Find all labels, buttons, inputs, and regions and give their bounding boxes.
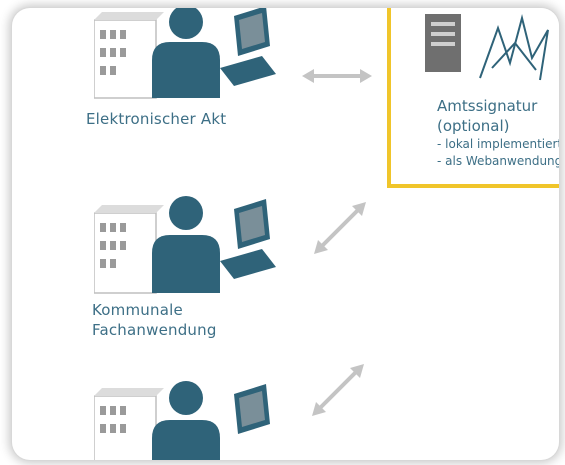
double-arrow-horizontal	[302, 69, 372, 83]
node-label-elektronischer-akt: Elektronischer Akt	[86, 110, 227, 128]
node-label-fachanwendung: Fachanwendung	[92, 321, 217, 339]
signature-box	[387, 8, 559, 188]
signature-option: - als Webanwendung	[437, 154, 559, 168]
workstation-icon-elektronischer-akt	[94, 8, 279, 113]
double-arrow-diagonal	[314, 202, 366, 254]
seal-icon	[479, 14, 549, 81]
double-arrow-diagonal	[312, 364, 364, 416]
signature-title: Amtssignatur	[437, 97, 538, 115]
signature-option: - lokal implementiert	[437, 137, 559, 151]
node-label-kommunale: Kommunale	[92, 301, 183, 319]
workstation-icon-third	[94, 376, 279, 460]
server-icon	[425, 14, 461, 72]
diagram-frame: Elektronischer Akt Amtssignatur (optiona…	[12, 8, 559, 460]
workstation-icon-kommunale-fachanwendung	[94, 193, 279, 298]
signature-subtitle: (optional)	[437, 117, 510, 135]
